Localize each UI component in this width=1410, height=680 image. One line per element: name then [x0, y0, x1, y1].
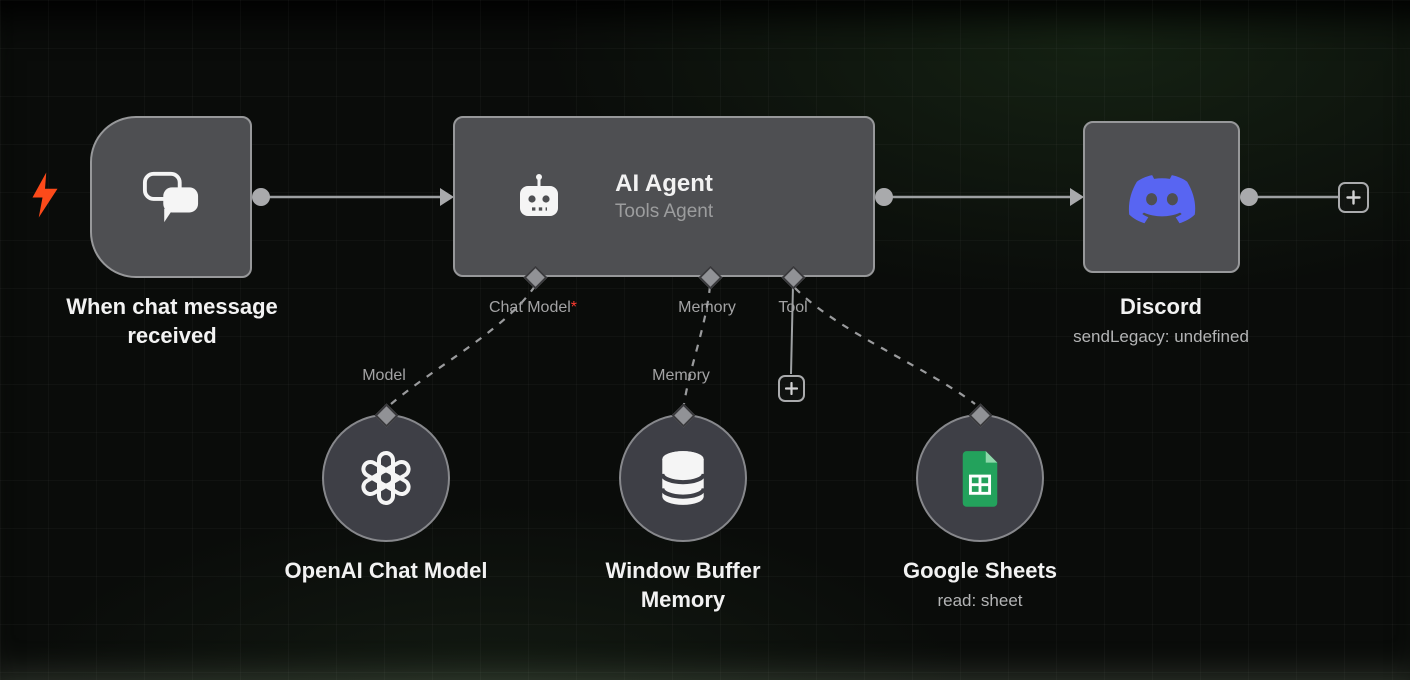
port-label-chat-model: Chat Model* — [488, 299, 578, 316]
agent-subtitle: Tools Agent — [614, 200, 714, 222]
port-label-memory: Memory — [678, 299, 736, 316]
node-when-chat-message-received[interactable] — [90, 116, 252, 278]
openai-input-label: Model — [362, 367, 406, 384]
buffer-input-label: Memory — [652, 367, 710, 384]
trigger-label-line1: When chat message — [66, 294, 278, 319]
add-node-button[interactable] — [1338, 182, 1369, 213]
sheets-label: Google Sheets — [902, 558, 1058, 583]
discord-output-handle[interactable] — [1240, 188, 1258, 206]
database-icon — [660, 451, 706, 505]
add-tool-button[interactable] — [778, 375, 805, 402]
connection-chatmodel-to-openai[interactable] — [390, 285, 536, 405]
discord-icon — [1128, 175, 1195, 224]
plus-icon — [1346, 190, 1361, 205]
agent-output-handle[interactable] — [875, 188, 893, 206]
connection-tool-to-sheets[interactable] — [794, 287, 976, 405]
sheets-sublabel: read: sheet — [937, 591, 1023, 610]
required-asterisk: * — [570, 299, 578, 316]
plus-icon — [785, 382, 798, 395]
spreadsheet-icon — [962, 451, 998, 507]
agent-input-arrow-icon[interactable] — [440, 188, 454, 206]
discord-input-arrow-icon[interactable] — [1070, 188, 1084, 206]
discord-sublabel: sendLegacy: undefined — [1073, 327, 1249, 346]
lightning-bolt-icon — [32, 172, 58, 218]
connection-memory-to-buffer[interactable] — [682, 285, 712, 405]
openai-logo-icon — [361, 451, 411, 505]
openai-node-label: OpenAI Chat Model — [284, 558, 488, 583]
node-ai-agent[interactable]: AI Agent Tools Agent — [453, 116, 875, 277]
node-discord[interactable] — [1083, 121, 1240, 273]
node-google-sheets[interactable] — [916, 414, 1044, 542]
trigger-output-handle[interactable] — [252, 188, 270, 206]
buffer-label-line1: Window Buffer — [605, 558, 761, 583]
connection-tool-to-add[interactable] — [790, 284, 794, 375]
discord-node-label: Discord sendLegacy: undefined — [1073, 292, 1249, 349]
trigger-label-line2: received — [127, 323, 217, 348]
node-openai-chat-model[interactable] — [322, 414, 450, 542]
buffer-node-label: Window Buffer Memory — [606, 556, 761, 614]
buffer-label-line2: Memory — [640, 587, 726, 612]
robot-icon — [520, 173, 558, 216]
sheets-node-label: Google Sheets read: sheet — [903, 556, 1057, 613]
node-window-buffer-memory[interactable] — [619, 414, 747, 542]
trigger-node-label: When chat message received — [66, 292, 278, 350]
agent-text-block: AI Agent Tools Agent — [455, 169, 873, 225]
agent-title: AI Agent — [615, 169, 713, 197]
chat-bubbles-icon — [142, 171, 199, 223]
port-label-tool: Tool — [778, 299, 808, 316]
discord-label: Discord — [1120, 294, 1202, 319]
